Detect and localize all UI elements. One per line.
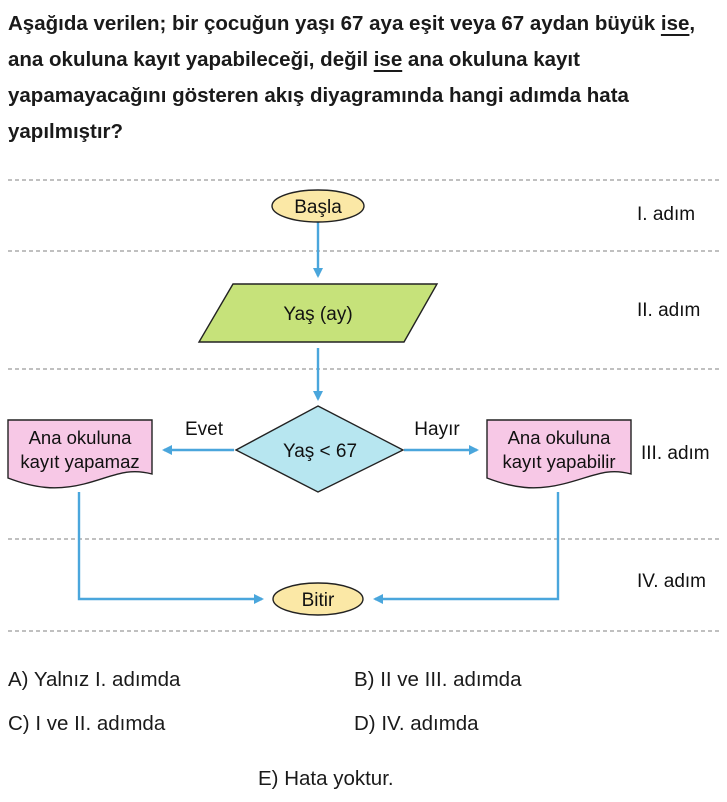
option-c[interactable]: C) I ve II. adımda — [8, 712, 166, 735]
decision-diamond — [234, 405, 405, 493]
connectors — [77, 222, 560, 604]
start-label: Başla — [294, 197, 342, 218]
option-e[interactable]: E) Hata yoktur. — [258, 767, 394, 790]
arrow-right-to-end — [373, 492, 560, 604]
arrow-left-to-end — [77, 492, 264, 604]
step-label-4: IV. adım — [637, 571, 706, 592]
step-dividers — [8, 179, 720, 632]
left-output-document — [7, 419, 153, 489]
underlined-ise-1: ise — [660, 12, 690, 35]
underlined-ise-2: ise — [373, 48, 403, 71]
start-terminal — [271, 189, 365, 223]
end-terminal — [272, 582, 364, 616]
right-output-line-2: kayıt yapabilir — [502, 451, 615, 472]
step-label-2: II. adım — [637, 300, 700, 321]
input-label: Yaş (ay) — [283, 304, 352, 325]
step-label-1: I. adım — [637, 204, 695, 225]
yes-label: Evet — [185, 419, 224, 440]
option-d[interactable]: D) IV. adımda — [354, 712, 479, 735]
left-output-line-2: kayıt yapamaz — [20, 451, 139, 472]
right-output-document — [486, 419, 632, 489]
option-a[interactable]: A) Yalnız I. adımda — [8, 668, 181, 691]
no-label: Hayır — [414, 419, 460, 440]
question-text: Aşağıda verilen; bir çocuğun yaşı 67 aya… — [8, 12, 696, 143]
left-output-line-1: Ana okuluna — [29, 427, 133, 448]
decision-label: Yaş < 67 — [283, 441, 357, 462]
end-label: Bitir — [302, 590, 335, 611]
right-output-line-1: Ana okuluna — [508, 427, 612, 448]
option-b[interactable]: B) II ve III. adımda — [354, 668, 522, 691]
step-label-3: III. adım — [641, 443, 710, 464]
input-parallelogram — [197, 283, 439, 343]
